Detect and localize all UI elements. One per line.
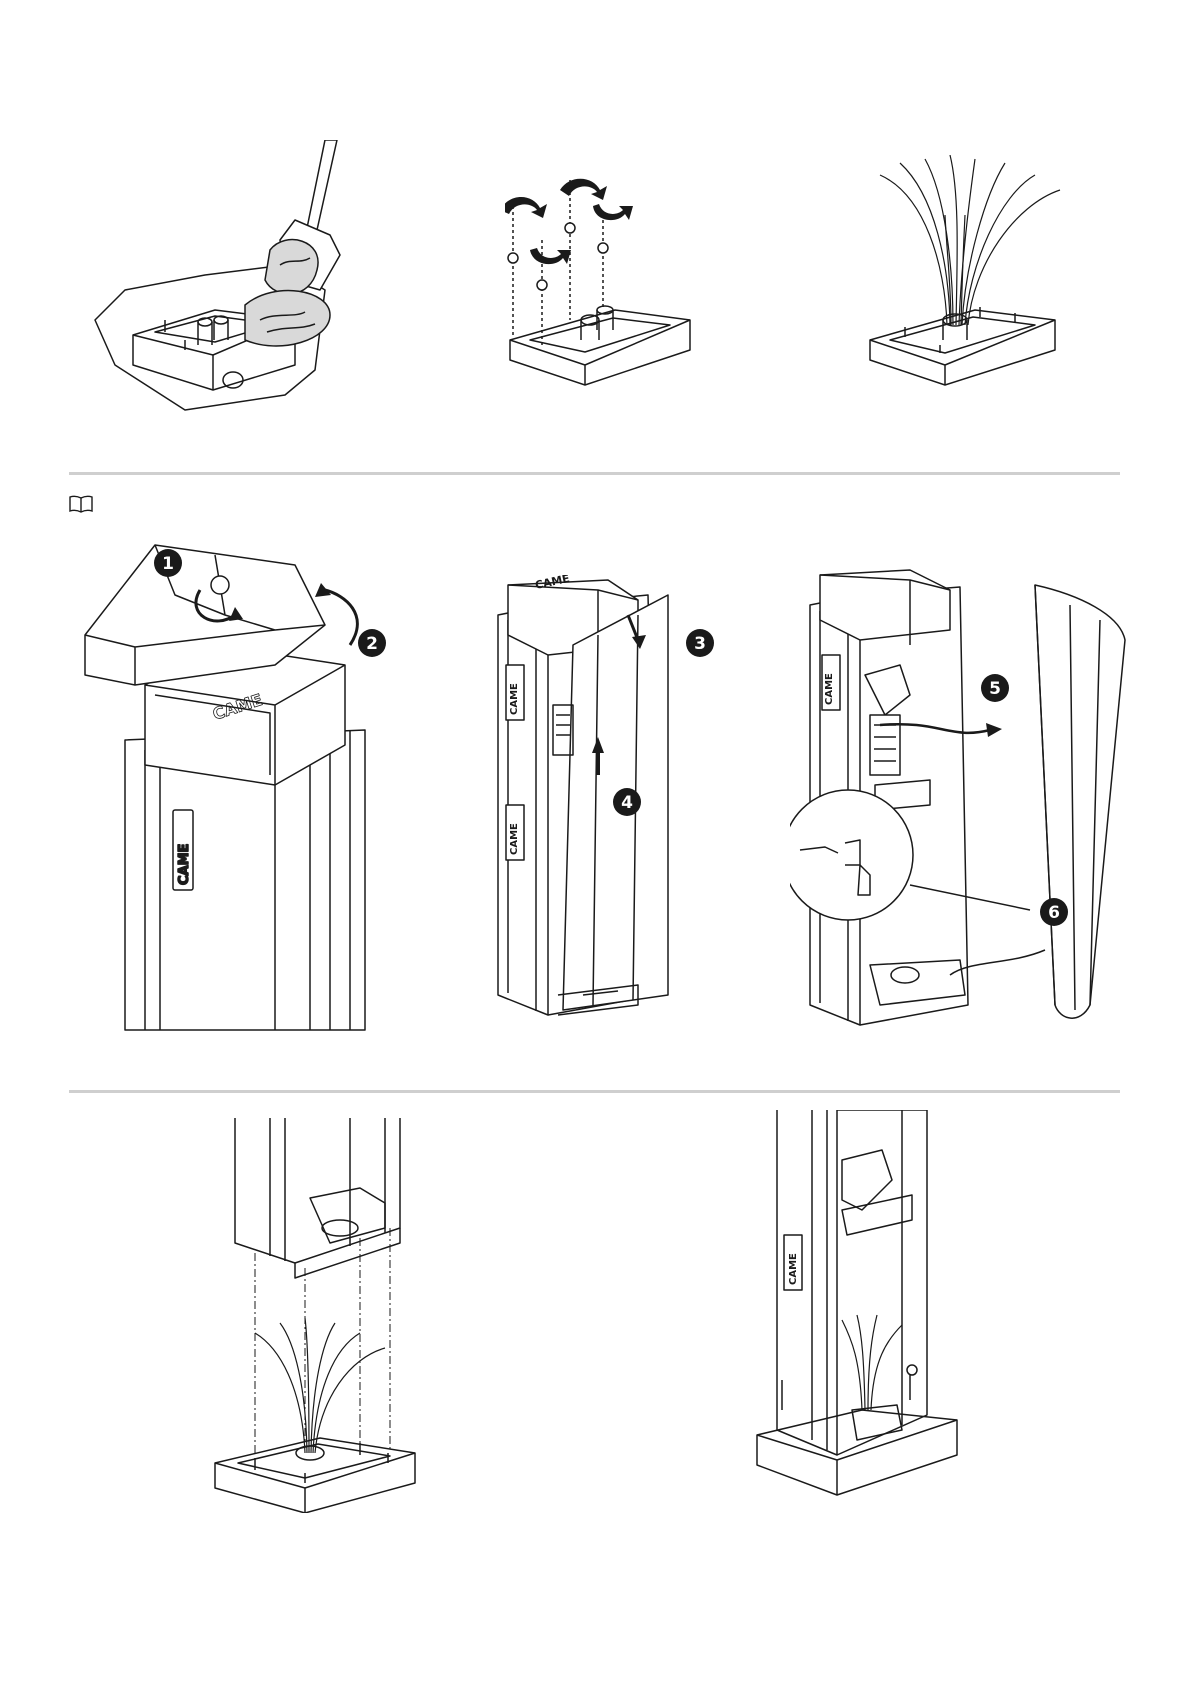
- figure-fasten-nuts: [505, 170, 705, 395]
- callout-4: 4: [612, 787, 642, 817]
- figure-lower-cabinet: [210, 1118, 425, 1513]
- section-divider-2: [69, 1090, 1120, 1093]
- svg-text:4: 4: [621, 793, 633, 813]
- svg-text:5: 5: [989, 679, 1001, 699]
- svg-text:1: 1: [162, 554, 174, 574]
- figure-remove-panel: CAME CAME CAME: [488, 575, 688, 1030]
- svg-text:3: 3: [694, 634, 706, 654]
- callout-1: 1: [153, 548, 183, 578]
- svg-text:2: 2: [366, 634, 378, 654]
- section-divider: [69, 472, 1120, 475]
- brand-logo-column: CAME: [177, 844, 192, 885]
- figure-fix-cabinet: CAME: [752, 1110, 967, 1500]
- callout-2: 2: [357, 628, 387, 658]
- figure-base-concrete: [85, 140, 385, 420]
- book-icon: [69, 495, 93, 513]
- callout-3: 3: [685, 628, 715, 658]
- brand-logo-column-right: CAME: [824, 673, 835, 705]
- figure-cables-routed: [865, 155, 1070, 395]
- callout-5: 5: [980, 673, 1010, 703]
- brand-logo-panel-lower: CAME: [509, 823, 520, 855]
- svg-text:6: 6: [1048, 903, 1060, 923]
- brand-logo-panel: CAME: [509, 683, 520, 715]
- callout-6: 6: [1039, 897, 1069, 927]
- figure-open-lid: CAME CAME: [75, 535, 405, 1035]
- brand-logo-fixed: CAME: [788, 1253, 799, 1285]
- figure-detach-panel-earth: CAME: [790, 565, 1130, 1035]
